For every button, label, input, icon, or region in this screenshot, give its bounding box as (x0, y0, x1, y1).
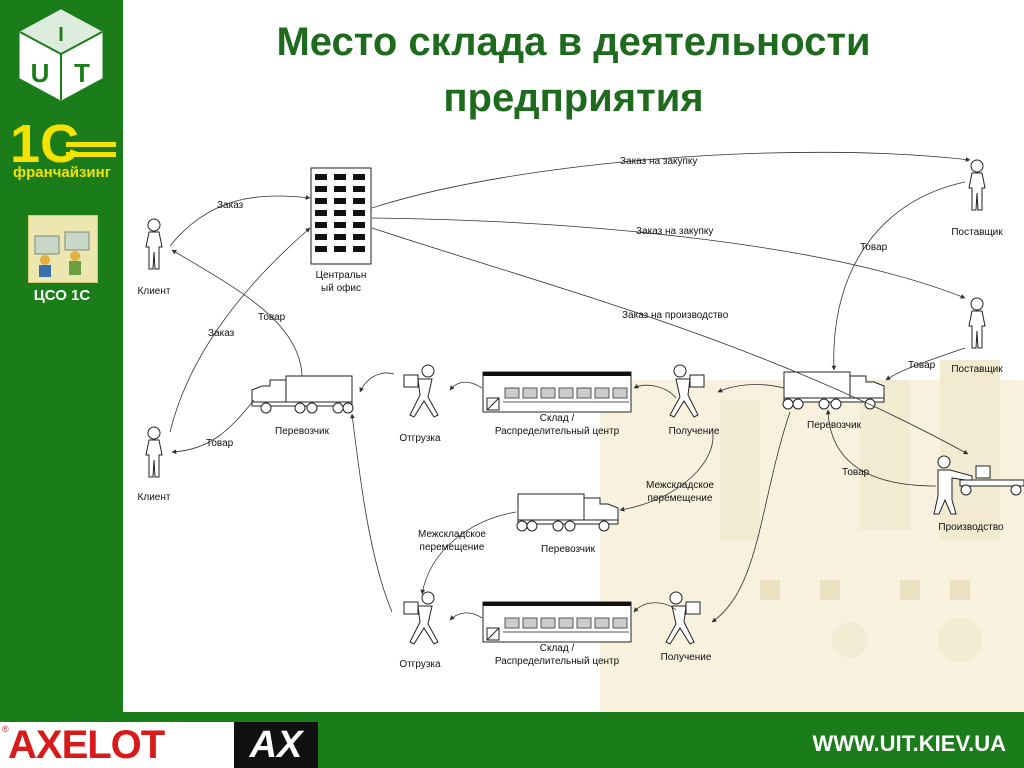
receiving-label-2: Получение (661, 652, 712, 663)
edge-purchase-supplier1 (371, 151, 971, 209)
1c-logo: 1С (10, 114, 116, 174)
client-figure-1 (145, 218, 163, 270)
edge-goods-supplier2-carrier (885, 347, 966, 381)
client-label-2: Клиент (138, 492, 171, 503)
background-decoration (600, 360, 1024, 712)
axelot-wordmark: AXELOT (8, 723, 165, 767)
edge-carrier2-receiving2 (711, 411, 791, 623)
shipping-figure-1 (403, 364, 439, 418)
shipping-label-2: Отгрузка (399, 659, 441, 670)
warehouse-label-1-line1: Склад / (540, 413, 575, 424)
edge-shipping1-carrier1 (359, 372, 395, 393)
edge-goods-carrier-client1 (171, 249, 303, 377)
client-label-1: Клиент (138, 286, 171, 297)
supplier-figure-1 (968, 159, 986, 211)
edge-label-goods-2: Товар (206, 438, 234, 449)
edge-label-transfer-1-line1: Межскладское (646, 480, 714, 491)
page-title-line1: Место склада в деятельности (276, 20, 871, 64)
edge-label-purchase-1: Заказ на закупку (620, 156, 697, 167)
uit-logo: I U T (19, 9, 103, 101)
central-office-building (310, 167, 372, 265)
axelot-registered-mark: ® (2, 724, 9, 734)
office-label-line1: Центральн (316, 270, 367, 281)
edge-label-goods-3: Товар (860, 242, 888, 253)
warehouse-label-2-line2: Распределительный центр (495, 656, 620, 667)
edge-receiving1-warehouse1 (633, 383, 677, 399)
edge-label-transfer-2-line2: перемещение (420, 542, 485, 553)
cso-picture (28, 215, 98, 283)
supplier-label-1: Поставщик (951, 227, 1003, 238)
carrier-label-2: Перевозчик (807, 420, 862, 431)
carrier-label-1: Перевозчик (275, 426, 330, 437)
edge-label-goods-4: Товар (908, 360, 936, 371)
edge-label-goods-1: Товар (258, 312, 286, 323)
cso-label: ЦСО 1С (33, 287, 91, 304)
carrier-truck-2 (782, 371, 885, 410)
axelot-logo: ® AXELOT AX (0, 722, 318, 768)
edge-receiving2-warehouse2 (633, 602, 677, 613)
supplier-label-2: Поставщик (951, 364, 1003, 375)
uit-letter-u: U (31, 58, 50, 88)
edge-label-order: Заказ (217, 200, 244, 211)
carrier-truck-1 (251, 375, 354, 414)
carrier-label-3: Перевозчик (541, 544, 596, 555)
warehouse-building-1 (482, 371, 632, 413)
edge-receiving1-carrier3 (619, 427, 714, 512)
edge-goods-carrier-client2 (171, 399, 255, 455)
warehouse-label-1-line2: Распределительный центр (495, 426, 620, 437)
edge-label-transfer-2-line1: Межскладское (418, 529, 486, 540)
shipping-label-1: Отгрузка (399, 433, 441, 444)
uit-letter-t: T (74, 58, 90, 88)
franchising-label: франчайзинг (13, 164, 111, 181)
edge-order-client-office (169, 195, 311, 247)
receiving-label-1: Получение (669, 426, 720, 437)
edge-warehouse2-shipping2 (449, 612, 483, 621)
edge-carrier3-shipping2 (420, 511, 517, 595)
edge-purchase-supplier2 (371, 217, 966, 299)
supplier-figure-2 (968, 297, 986, 349)
office-label-line2: ый офис (321, 282, 361, 294)
page-title-line2: предприятия (443, 76, 704, 120)
uit-letter-i: I (58, 24, 64, 46)
production-figure (933, 455, 1024, 515)
production-label: Производство (938, 522, 1004, 533)
website-url[interactable]: WWW.UIT.KIEV.UA (812, 731, 1006, 756)
ax-logo: AX (234, 722, 318, 768)
edge-order-client2-office (169, 227, 311, 433)
edge-production-order (371, 227, 969, 455)
edge-label-goods-5: Товар (842, 467, 870, 478)
edge-label-transfer-1-line2: перемещение (648, 493, 713, 504)
edge-shipping2-carrier1 (350, 413, 393, 613)
edge-label-order-2: Заказ (208, 328, 235, 339)
sidebar: I U T 1С франчайзинг ЦСО 1С (0, 0, 123, 712)
edge-goods-production-carrier (825, 409, 937, 487)
warehouse-label-2-line1: Склад / (540, 643, 575, 654)
edge-label-production-order: Заказ на производство (622, 310, 729, 321)
edge-goods-supplier1-carrier (831, 181, 966, 371)
shipping-figure-2 (403, 591, 439, 645)
edge-warehouse1-shipping1 (449, 381, 483, 391)
edge-carrier2-receiving1 (717, 384, 785, 393)
warehouse-flow-diagram: Центральн ый офис Клиент Клиент Поставщи… (138, 151, 1024, 712)
warehouse-building-2 (482, 601, 632, 643)
client-figure-2 (145, 426, 163, 478)
edge-label-purchase-2: Заказ на закупку (636, 226, 713, 237)
page-title: Место склада в деятельности предприятия (123, 14, 1024, 126)
